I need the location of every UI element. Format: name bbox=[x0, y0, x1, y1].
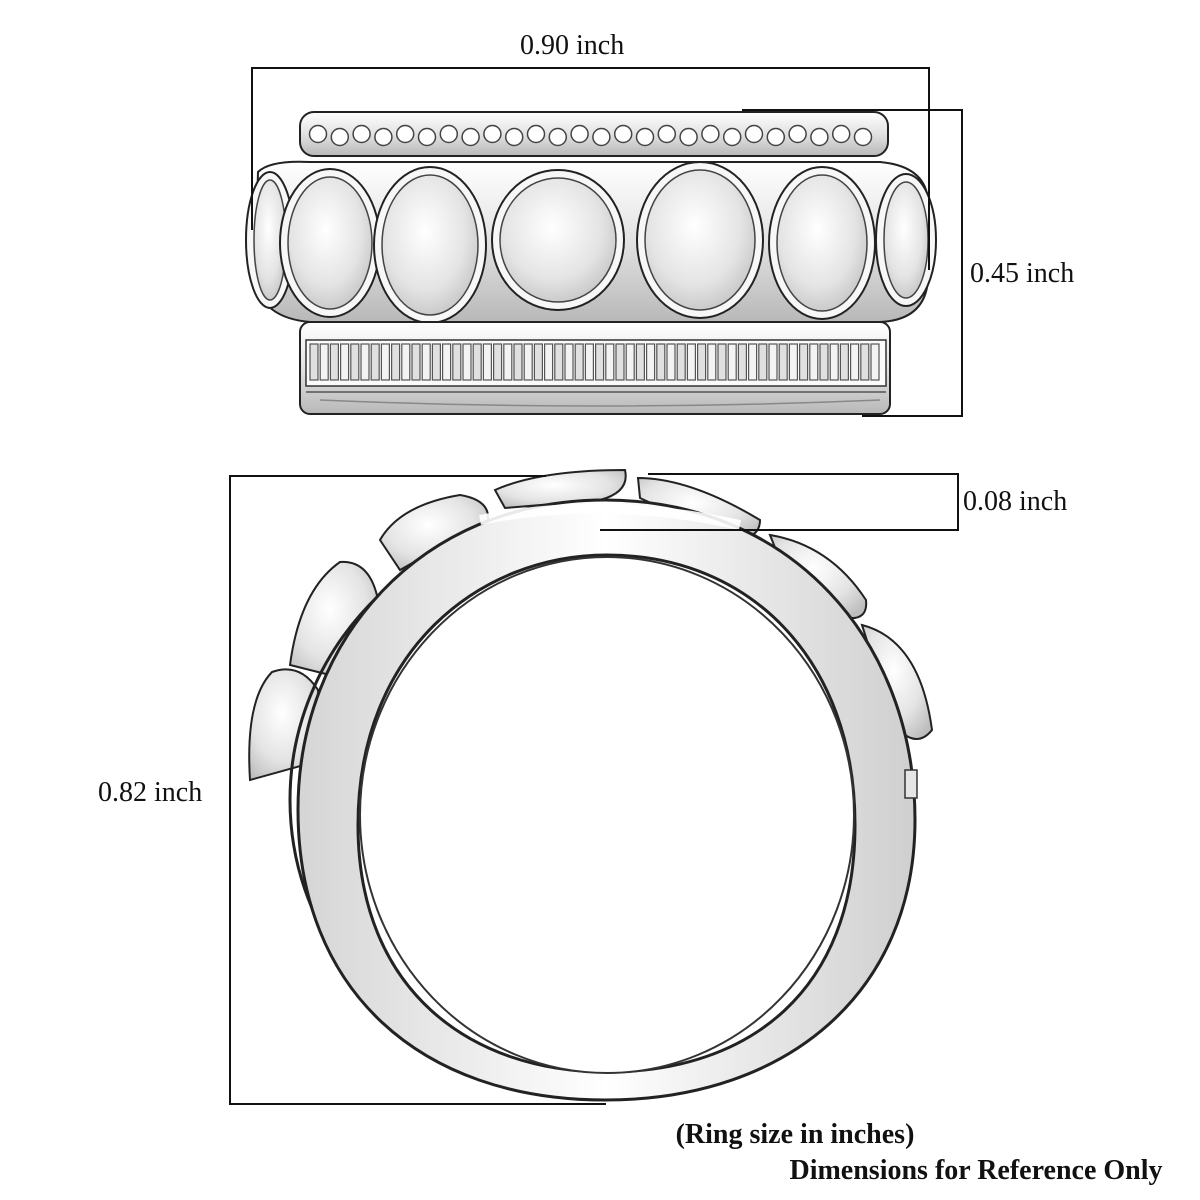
baguette-stone bbox=[513, 343, 523, 381]
baguette-stone bbox=[401, 343, 411, 381]
baguette-stone bbox=[574, 343, 584, 381]
baguette-stone bbox=[452, 343, 462, 381]
baguette-stone bbox=[421, 343, 431, 381]
pave-stone bbox=[788, 124, 807, 144]
baguette-stone bbox=[370, 343, 380, 381]
baguette-stone bbox=[493, 343, 503, 381]
baguette-stone bbox=[717, 343, 727, 381]
baguette-stone bbox=[809, 343, 819, 381]
pave-stone bbox=[701, 124, 720, 144]
baguette-stone bbox=[309, 343, 319, 381]
pave-stone bbox=[461, 127, 480, 147]
baguette-stone bbox=[737, 343, 748, 381]
pave-stone bbox=[679, 127, 698, 147]
pave-stone bbox=[766, 127, 786, 147]
baguette-stone bbox=[543, 343, 554, 381]
diameter-dimension-label: 0.82 inch bbox=[98, 777, 203, 808]
pave-stone bbox=[810, 127, 829, 147]
pave-stone bbox=[417, 127, 437, 147]
height-dimension-label: 0.45 inch bbox=[970, 258, 1075, 289]
pave-stone bbox=[592, 127, 611, 147]
baguette-stone bbox=[707, 343, 717, 381]
baguette-stone bbox=[849, 343, 860, 381]
baguette-stone bbox=[798, 343, 809, 381]
baguette-stone bbox=[768, 343, 778, 381]
baguette-stone bbox=[523, 343, 533, 381]
pave-stone bbox=[570, 124, 589, 144]
baguette-stone bbox=[391, 343, 401, 381]
ring-front-view bbox=[248, 468, 934, 1102]
pave-stone bbox=[308, 124, 328, 144]
pave-stone bbox=[635, 127, 655, 147]
baguette-stone bbox=[442, 343, 452, 381]
pave-stone bbox=[657, 124, 677, 144]
baguette-stone bbox=[554, 343, 564, 381]
baguette-stone bbox=[860, 343, 870, 381]
pave-stone bbox=[548, 127, 568, 147]
baguette-stone bbox=[788, 343, 799, 381]
baguette-stone bbox=[431, 343, 441, 381]
baguette-stone bbox=[411, 343, 421, 381]
pave-stone bbox=[439, 124, 459, 144]
bezel-stone bbox=[636, 161, 764, 319]
baguette-stone bbox=[462, 343, 472, 381]
dimension-lines bbox=[229, 67, 963, 1105]
pave-stone bbox=[330, 127, 350, 147]
baguette-stone bbox=[625, 343, 635, 381]
baguette-stone bbox=[696, 343, 707, 381]
reference-only-note: Dimensions for Reference Only bbox=[789, 1155, 1163, 1186]
baguette-stone bbox=[340, 343, 350, 381]
baguette-stone bbox=[676, 343, 686, 381]
pave-stone bbox=[374, 127, 393, 147]
baguette-stone bbox=[686, 343, 697, 381]
baguette-stone bbox=[319, 343, 329, 381]
pave-stone bbox=[352, 124, 371, 144]
band-width-dimension-label: 0.08 inch bbox=[963, 486, 1068, 517]
baguette-stone bbox=[645, 343, 656, 381]
baguette-stone bbox=[605, 343, 615, 381]
bezel-stone bbox=[373, 166, 487, 324]
baguette-stone bbox=[747, 343, 758, 381]
bezel-stone bbox=[875, 173, 937, 307]
pave-stone bbox=[613, 124, 633, 144]
baguette-stone bbox=[482, 343, 492, 381]
bezel-stone bbox=[768, 166, 876, 320]
pave-stone bbox=[483, 124, 502, 144]
baguette-stone bbox=[829, 343, 839, 381]
baguette-stone bbox=[727, 343, 737, 381]
bezel-stone bbox=[491, 169, 625, 311]
baguette-stone bbox=[819, 343, 829, 381]
bezel-stone bbox=[279, 168, 381, 318]
baguette-stone bbox=[360, 343, 370, 381]
baguette-stone bbox=[656, 343, 666, 381]
baguette-stone bbox=[666, 343, 676, 381]
baguette-stone bbox=[503, 343, 513, 381]
pave-stone bbox=[744, 124, 764, 144]
baguette-stone bbox=[564, 343, 574, 381]
pave-stone bbox=[722, 127, 742, 147]
baguette-stone bbox=[615, 343, 625, 381]
baguette-stone bbox=[350, 343, 360, 381]
baguette-stone bbox=[839, 343, 850, 381]
baguette-stone bbox=[758, 343, 768, 381]
baguette-stone bbox=[380, 343, 390, 381]
ring-size-note: (Ring size in inches) bbox=[675, 1119, 915, 1150]
baguette-stone bbox=[594, 343, 605, 381]
baguette-stone bbox=[870, 343, 880, 381]
pave-stone bbox=[831, 124, 851, 144]
pave-stone bbox=[853, 127, 873, 147]
baguette-stone bbox=[635, 343, 646, 381]
baguette-stone bbox=[533, 343, 544, 381]
pave-stone bbox=[526, 124, 546, 144]
baguette-stone bbox=[472, 343, 482, 381]
width-dimension-label: 0.90 inch bbox=[520, 30, 625, 61]
ring-side-view bbox=[245, 111, 937, 415]
pave-stone bbox=[395, 124, 415, 144]
pave-stone bbox=[504, 127, 524, 147]
baguette-stone bbox=[329, 343, 339, 381]
baguette-stone bbox=[584, 343, 595, 381]
baguette-stone bbox=[778, 343, 788, 381]
